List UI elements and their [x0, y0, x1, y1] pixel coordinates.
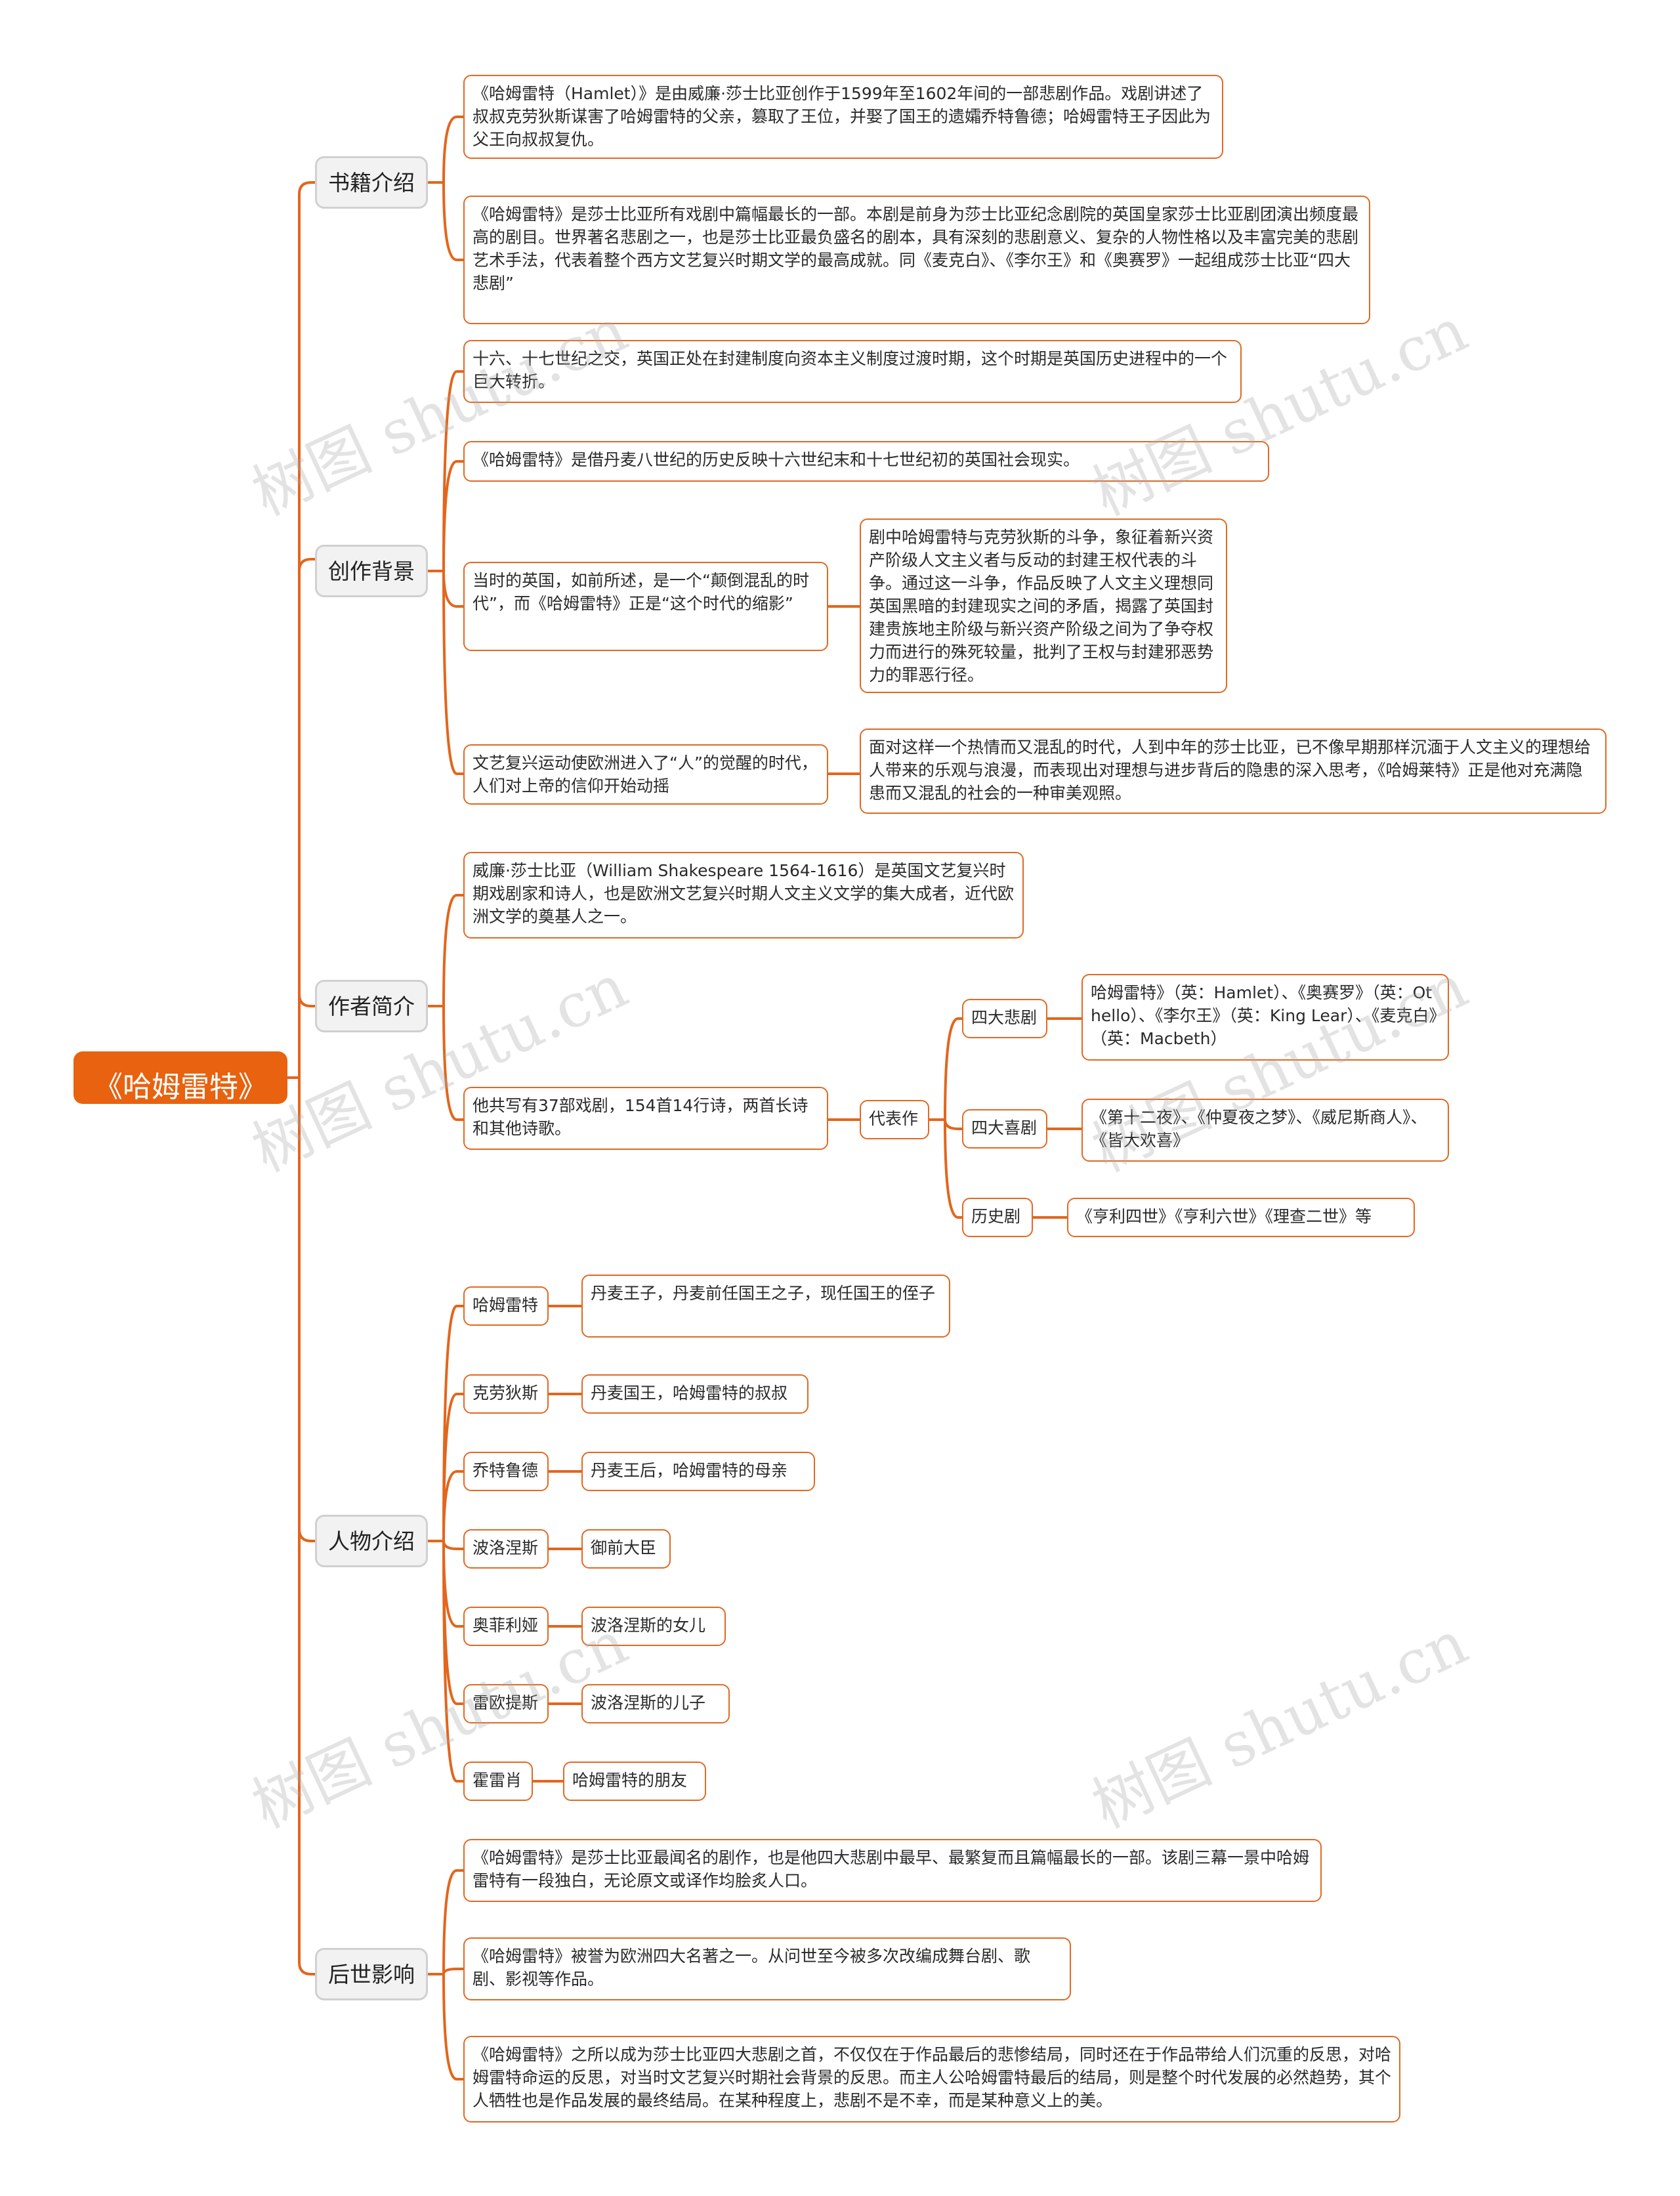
branch-author[interactable]: 作者简介 [315, 980, 428, 1032]
character-desc-5[interactable]: 波洛涅斯的女儿 [581, 1607, 726, 1646]
character-name-7[interactable]: 霍雷肖 [463, 1762, 533, 1801]
character-name-5[interactable]: 奥菲利娅 [463, 1607, 549, 1646]
watermark-6: 树图 shutu.cn [1082, 1607, 1478, 1842]
character-desc-1[interactable]: 丹麦王子，丹麦前任国王之子，现任国王的侄子 [581, 1275, 950, 1338]
watermark-3: 树图 shutu.cn [242, 951, 638, 1186]
category-histories[interactable]: 历史剧 [962, 1198, 1033, 1237]
character-desc-4[interactable]: 御前大臣 [581, 1529, 671, 1569]
influence-text-3[interactable]: 《哈姆雷特》之所以成为莎士比亚四大悲剧之首，不仅仅在于作品最后的悲惨结局，同时还… [463, 2036, 1400, 2122]
background-text-3[interactable]: 当时的英国，如前所述，是一个“颠倒混乱的时代”，而《哈姆雷特》正是“这个时代的缩… [463, 562, 828, 651]
character-desc-3[interactable]: 丹麦王后，哈姆雷特的母亲 [581, 1452, 815, 1491]
background-text-1[interactable]: 十六、十七世纪之交，英国正处在封建制度向资本主义制度过渡时期，这个时期是英国历史… [463, 340, 1242, 403]
influence-text-2[interactable]: 《哈姆雷特》被誉为欧洲四大名著之一。从问世至今被多次改编成舞台剧、歌剧、影视等作… [463, 1937, 1071, 2000]
category-tragedies[interactable]: 四大悲剧 [962, 999, 1047, 1038]
character-desc-2[interactable]: 丹麦国王，哈姆雷特的叔叔 [581, 1374, 808, 1414]
character-name-3[interactable]: 乔特鲁德 [463, 1452, 549, 1491]
character-name-2[interactable]: 克劳狄斯 [463, 1374, 549, 1414]
background-text-4[interactable]: 文艺复兴运动使欧洲进入了“人”的觉醒的时代，人们对上帝的信仰开始动摇 [463, 744, 828, 805]
branch-influence[interactable]: 后世影响 [315, 1948, 428, 2000]
intro-text-2[interactable]: 《哈姆雷特》是莎士比亚所有戏剧中篇幅最长的一部。本剧是前身为莎士比亚纪念剧院的英… [463, 196, 1370, 324]
branch-book-intro[interactable]: 书籍介绍 [315, 156, 428, 209]
tragedies-content[interactable]: 哈姆雷特》（英：Hamlet）、《奥赛罗》（英：Othello）、《李尔王》（英… [1082, 974, 1449, 1061]
connector-trunk [298, 181, 316, 1975]
character-name-1[interactable]: 哈姆雷特 [463, 1286, 549, 1326]
root-node[interactable]: 《哈姆雷特》 [74, 1051, 287, 1104]
character-desc-6[interactable]: 波洛涅斯的儿子 [581, 1684, 730, 1723]
branch-characters[interactable]: 人物介绍 [315, 1515, 428, 1567]
background-text-2[interactable]: 《哈姆雷特》是借丹麦八世纪的历史反映十六世纪末和十七世纪初的英国社会现实。 [463, 441, 1269, 482]
intro-text-1[interactable]: 《哈姆雷特（Hamlet）》是由威廉·莎士比亚创作于1599年至1602年间的一… [463, 75, 1223, 159]
histories-content[interactable]: 《亨利四世》《亨利六世》《理查二世》等 [1067, 1198, 1415, 1237]
character-desc-7[interactable]: 哈姆雷特的朋友 [563, 1762, 706, 1801]
author-bio[interactable]: 威廉·莎士比亚（William Shakespeare 1564-1616）是英… [463, 852, 1024, 939]
category-comedies[interactable]: 四大喜剧 [962, 1109, 1047, 1149]
background-detail-1[interactable]: 剧中哈姆雷特与克劳狄斯的斗争，象征着新兴资产阶级人文主义者与反动的封建王权代表的… [860, 518, 1227, 693]
background-detail-2[interactable]: 面对这样一个热情而又混乱的时代，人到中年的莎士比亚，已不像早期那样沉湎于人文主义… [860, 728, 1606, 814]
author-works[interactable]: 他共写有37部戏剧，154首14行诗，两首长诗和其他诗歌。 [463, 1087, 828, 1150]
influence-text-1[interactable]: 《哈姆雷特》是莎士比亚最闻名的剧作，也是他四大悲剧中最早、最繁复而且篇幅最长的一… [463, 1839, 1322, 1902]
branch-background[interactable]: 创作背景 [315, 545, 428, 597]
watermark-5: 树图 shutu.cn [242, 1607, 638, 1842]
character-name-6[interactable]: 雷欧提斯 [463, 1684, 549, 1723]
character-name-4[interactable]: 波洛涅斯 [463, 1529, 549, 1569]
comedies-content[interactable]: 《第十二夜》、《仲夏夜之梦》、《威尼斯商人》、《皆大欢喜》 [1082, 1099, 1449, 1162]
representative-works-label[interactable]: 代表作 [860, 1100, 929, 1139]
